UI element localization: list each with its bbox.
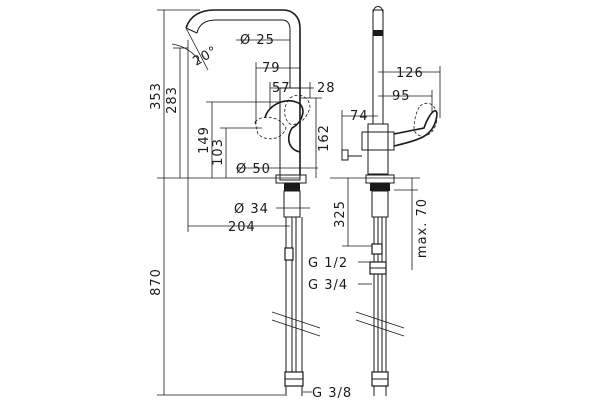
front-view-dimensions [330, 66, 441, 285]
lever-front-ghost [413, 102, 438, 137]
shank-front [371, 190, 389, 218]
base-nut [284, 183, 300, 191]
label-g34: G 3/4 [308, 278, 348, 293]
spout-inner [196, 19, 291, 88]
spout-outline [185, 9, 301, 175]
break-mark-front-1 [355, 311, 405, 329]
label-204: 204 [228, 220, 256, 235]
label-max70: max. 70 [415, 198, 430, 258]
shank [283, 190, 301, 218]
label-diameter-34: Ø 34 [234, 202, 269, 217]
label-162: 162 [317, 124, 332, 152]
label-95: 95 [392, 89, 411, 104]
label-57: 57 [272, 81, 291, 96]
label-283: 283 [165, 86, 180, 114]
lever-ghost [284, 94, 311, 125]
lever-handle [264, 100, 304, 153]
label-870: 870 [149, 268, 164, 296]
angle-arc [171, 43, 201, 63]
body-front [367, 123, 389, 175]
side-knob [341, 149, 349, 161]
spout-front [372, 9, 384, 125]
break-mark-front-2 [355, 319, 405, 337]
front-view-labels: 126 95 74 325 max. 70 G 1/2 G 3/4 [308, 66, 430, 293]
spout-front-tip [373, 30, 383, 36]
spout-front-top [372, 6, 384, 15]
label-353: 353 [149, 82, 164, 110]
label-103: 103 [211, 138, 226, 166]
lever-ghost-low [254, 116, 287, 140]
label-79: 79 [262, 61, 281, 76]
front-view [341, 6, 438, 396]
angle-ray-1 [185, 27, 209, 71]
label-diameter-25: Ø 25 [240, 33, 275, 48]
label-28: 28 [317, 81, 336, 96]
label-126: 126 [396, 66, 424, 81]
lever-front [393, 109, 438, 147]
break-mark-2 [271, 319, 321, 337]
break-mark-1 [271, 311, 321, 329]
label-149: 149 [197, 126, 212, 154]
label-diameter-50: Ø 50 [236, 162, 271, 177]
base-nut-front [370, 183, 390, 191]
side-view-dimensions [157, 9, 322, 396]
label-g38: G 3/8 [312, 386, 352, 400]
spout-tip [185, 27, 198, 34]
hose-clip-front [371, 243, 383, 255]
label-g12: G 1/2 [308, 256, 348, 271]
hose-clip [284, 247, 294, 261]
body-shoulder [361, 131, 395, 151]
side-view [185, 9, 321, 396]
base-flange-front [365, 174, 395, 184]
side-view-labels: 353 283 870 149 103 162 79 57 28 Ø 25 20… [149, 33, 352, 400]
label-74: 74 [350, 109, 369, 124]
label-325: 325 [333, 200, 348, 228]
